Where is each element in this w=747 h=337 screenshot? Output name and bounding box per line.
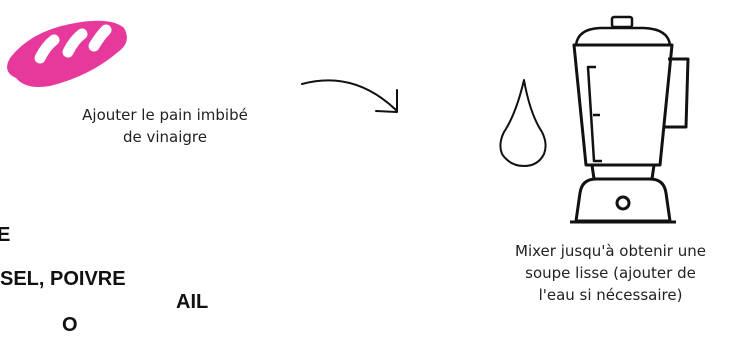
ingredient-partial-bottom: O xyxy=(62,314,78,336)
curved-arrow-icon xyxy=(301,79,398,113)
ingredient-partial-top: E xyxy=(0,224,11,246)
ingredient-garlic: AIL xyxy=(176,291,209,313)
ingredient-salt-pepper: SEL, POIVRE xyxy=(0,268,126,290)
water-drop-icon xyxy=(499,79,547,167)
blender-step-caption: Mixer jusqu'à obtenir une soupe lisse (a… xyxy=(515,242,706,304)
bread-icon xyxy=(7,20,127,87)
bread-step-caption: Ajouter le pain imbibé de vinaigre xyxy=(82,106,248,146)
blender-icon xyxy=(570,15,690,224)
